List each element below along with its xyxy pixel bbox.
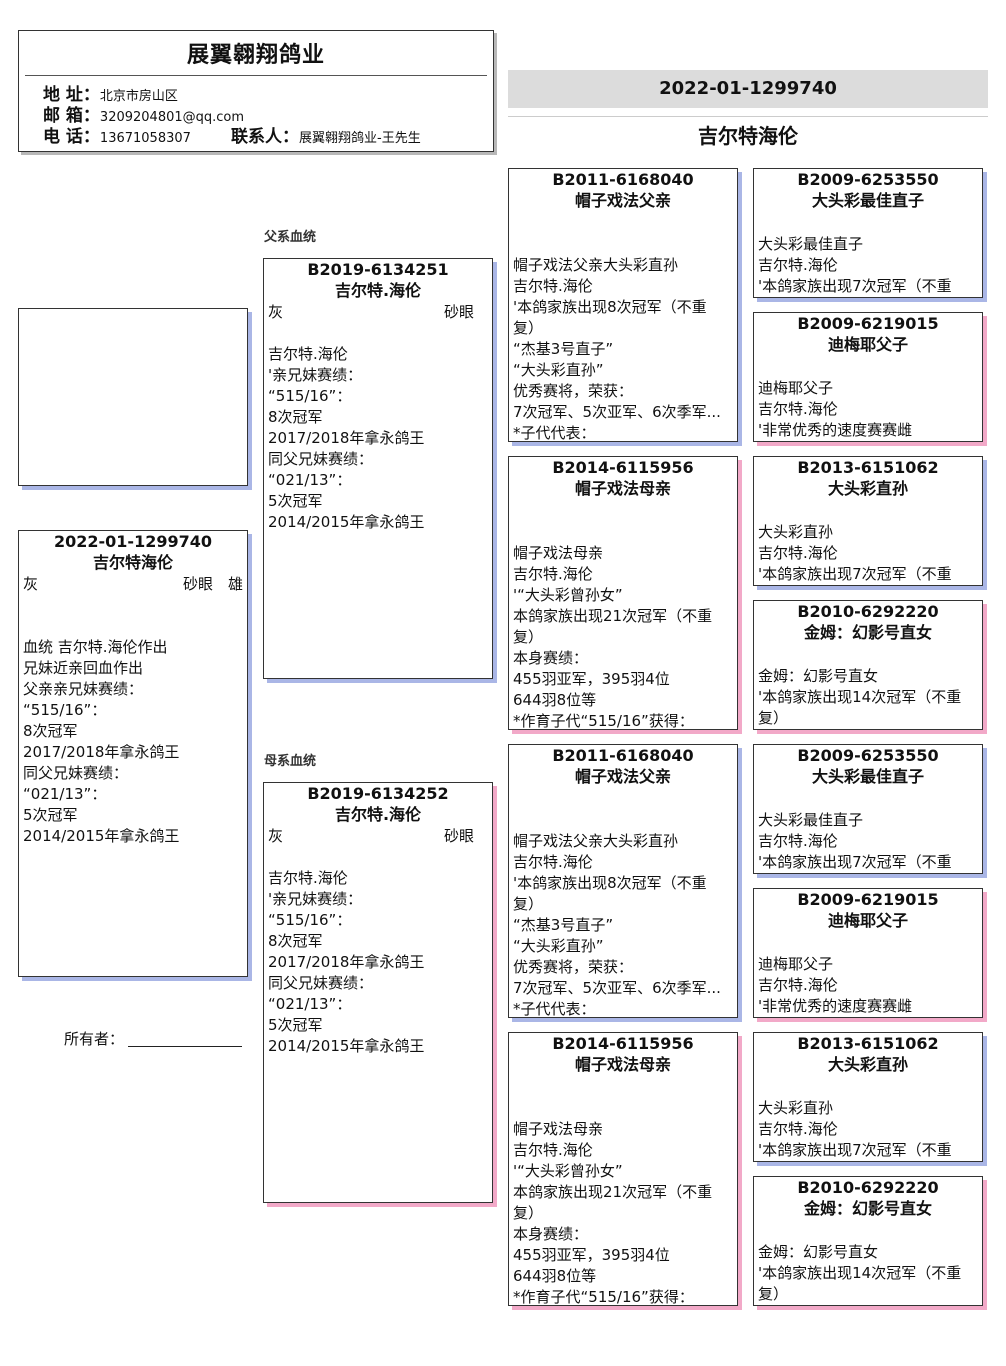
grandparent-description: 帽子戏法母亲 吉尔特.海伦 '“大头彩曾孙女” 本鸽家族出现21次冠军（不重复）… <box>513 544 713 730</box>
phone-label: 电 话： <box>43 127 100 147</box>
sire-description: 吉尔特.海伦 '亲兄妹赛绩： “515/16”： 8次冠军 2017/2018年… <box>268 345 425 531</box>
great-grandparent-ring-number: B2010-6292220 <box>797 602 939 621</box>
sire-card: B2019-6134251 吉尔特.海伦 灰 砂眼 吉尔特.海伦 '亲兄妹赛绩：… <box>263 258 493 679</box>
great-grandparent-ring-number: B2010-6292220 <box>797 1178 939 1197</box>
great-grandparent-ring-number: B2009-6253550 <box>797 170 939 189</box>
main-bird-name: 吉尔特海伦 <box>92 553 173 572</box>
great-grandparent-card: B2009-6253550 大头彩最佳直子 大头彩最佳直子 吉尔特.海伦 '本鸽… <box>753 744 983 874</box>
great-grandparent-description: 大头彩最佳直子 吉尔特.海伦 '本鸽家族出现7次冠军（不重 <box>758 811 952 871</box>
great-grandparent-card: B2009-6219015 迪梅耶父子 迪梅耶父子 吉尔特.海伦 '非常优秀的速… <box>753 888 983 1018</box>
grandparent-description: 帽子戏法父亲大头彩直孙 吉尔特.海伦 '本鸽家族出现8次冠军（不重复） “杰基3… <box>513 256 721 442</box>
great-grandparent-ring-number: B2013-6151062 <box>797 458 939 477</box>
sire-section-label: 父系血统 <box>264 230 317 245</box>
contact-value: 展翼翱翔鸽业-王先生 <box>299 131 421 146</box>
great-grandparent-card: B2009-6219015 迪梅耶父子 迪梅耶父子 吉尔特.海伦 '非常优秀的速… <box>753 312 983 442</box>
grandparent-ring-number: B2014-6115956 <box>552 458 694 477</box>
owner-field: 所有者： <box>64 1028 243 1049</box>
dam-ring-number: B2019-6134252 <box>307 784 449 803</box>
great-grandparent-ring-number: B2009-6253550 <box>797 746 939 765</box>
great-grandparent-name: 大头彩最佳直子 <box>811 767 924 786</box>
great-grandparent-card: B2013-6151062 大头彩直孙 大头彩直孙 吉尔特.海伦 '本鸽家族出现… <box>753 456 983 586</box>
grandparent-ring-number: B2011-6168040 <box>552 170 694 189</box>
email-value: 3209204801@qq.com <box>99 110 245 125</box>
dam-description: 吉尔特.海伦 '亲兄妹赛绩： “515/16”： 8次冠军 2017/2018年… <box>268 869 425 1055</box>
great-grandparent-description: 大头彩最佳直子 吉尔特.海伦 '本鸽家族出现7次冠军（不重 <box>758 235 952 295</box>
great-grandparent-ring-number: B2009-6219015 <box>797 314 939 333</box>
great-grandparent-description: 金姆：幻影号直女 '本鸽家族出现14次冠军（不重复） <box>758 1243 962 1303</box>
dam-card: B2019-6134252 吉尔特.海伦 灰 砂眼 吉尔特.海伦 '亲兄妹赛绩：… <box>263 782 493 1203</box>
email-row: 邮 箱：3209204801@qq.com <box>43 106 244 128</box>
grandparent-name: 帽子戏法父亲 <box>574 191 671 210</box>
main-color: 灰 <box>23 575 39 593</box>
sire-attributes: 灰 砂眼 <box>264 301 492 323</box>
grandparent-ring-number: B2014-6115956 <box>552 1034 694 1053</box>
header-divider <box>25 75 487 76</box>
dam-section-label: 母系血统 <box>264 754 317 769</box>
great-grandparent-ring-number: B2009-6219015 <box>797 890 939 909</box>
great-grandparent-card: B2009-6253550 大头彩最佳直子 大头彩最佳直子 吉尔特.海伦 '本鸽… <box>753 168 983 298</box>
sire-color: 灰 <box>268 303 284 321</box>
main-eye: 砂眼 <box>182 575 213 593</box>
dam-color: 灰 <box>268 827 284 845</box>
great-grandparent-name: 金姆：幻影号直女 <box>803 623 932 642</box>
main-ring-number: 2022-01-1299740 <box>53 532 212 551</box>
great-grandparent-name: 金姆：幻影号直女 <box>803 1199 932 1218</box>
great-grandparent-name: 迪梅耶父子 <box>827 335 908 354</box>
main-sex: 雄 <box>227 575 243 593</box>
great-grandparent-name: 大头彩直孙 <box>827 1055 908 1074</box>
dam-name: 吉尔特.海伦 <box>334 805 422 824</box>
dam-attributes: 灰 砂眼 <box>264 825 492 847</box>
great-grandparent-description: 迪梅耶父子 吉尔特.海伦 '非常优秀的速度赛赛雌 <box>758 955 913 1015</box>
grandparent-card: B2011-6168040 帽子戏法父亲 帽子戏法父亲大头彩直孙 吉尔特.海伦 … <box>508 744 738 1018</box>
pedigree-ring-banner: 2022-01-1299740 <box>508 70 988 108</box>
grandparent-description: 帽子戏法母亲 吉尔特.海伦 '“大头彩曾孙女” 本鸽家族出现21次冠军（不重复）… <box>513 1120 713 1306</box>
main-attributes: 灰 砂眼 雄 <box>19 573 247 595</box>
dam-eye: 砂眼 <box>443 827 474 845</box>
pedigree-bird-name: 吉尔特海伦 <box>698 124 798 148</box>
sire-ring-number: B2019-6134251 <box>307 260 449 279</box>
breeder-info-box: 展翼翱翔鸽业 地 址：北京市房山区 邮 箱：3209204801@qq.com … <box>18 30 494 152</box>
great-grandparent-description: 迪梅耶父子 吉尔特.海伦 '非常优秀的速度赛赛雌 <box>758 379 913 439</box>
main-description: 血统 吉尔特.海伦作出 兄妹近亲回血作出 父亲亲兄妹赛绩： “515/16”： … <box>23 638 180 845</box>
address-value: 北京市房山区 <box>99 89 178 104</box>
sire-eye: 砂眼 <box>443 303 474 321</box>
phone-row: 电 话：13671058307 <box>43 127 191 149</box>
great-grandparent-name: 迪梅耶父子 <box>827 911 908 930</box>
sire-name: 吉尔特.海伦 <box>334 281 422 300</box>
owner-label: 所有者： <box>64 1030 125 1048</box>
great-grandparent-card: B2010-6292220 金姆：幻影号直女 金姆：幻影号直女 '本鸽家族出现1… <box>753 1176 983 1306</box>
contact-label: 联系人： <box>231 127 299 147</box>
grandparent-card: B2014-6115956 帽子戏法母亲 帽子戏法母亲 吉尔特.海伦 '“大头彩… <box>508 456 738 730</box>
grandparent-name: 帽子戏法母亲 <box>574 479 671 498</box>
great-grandparent-description: 金姆：幻影号直女 '本鸽家族出现14次冠军（不重复） <box>758 667 962 727</box>
grandparent-card: B2014-6115956 帽子戏法母亲 帽子戏法母亲 吉尔特.海伦 '“大头彩… <box>508 1032 738 1306</box>
banner-divider <box>508 116 988 117</box>
great-grandparent-card: B2010-6292220 金姆：幻影号直女 金姆：幻影号直女 '本鸽家族出现1… <box>753 600 983 730</box>
grandparent-name: 帽子戏法父亲 <box>574 767 671 786</box>
address-row: 地 址：北京市房山区 <box>43 85 178 107</box>
great-grandparent-description: 大头彩直孙 吉尔特.海伦 '本鸽家族出现7次冠军（不重 <box>758 1099 952 1159</box>
grandparent-ring-number: B2011-6168040 <box>552 746 694 765</box>
email-label: 邮 箱： <box>43 106 100 126</box>
great-grandparent-description: 大头彩直孙 吉尔特.海伦 '本鸽家族出现7次冠军（不重 <box>758 523 952 583</box>
great-grandparent-ring-number: B2013-6151062 <box>797 1034 939 1053</box>
main-bird-card: 2022-01-1299740 吉尔特海伦 灰 砂眼 雄 血统 吉尔特.海伦作出… <box>18 530 248 977</box>
phone-value: 13671058307 <box>99 131 191 146</box>
great-grandparent-name: 大头彩直孙 <box>827 479 908 498</box>
bird-photo-frame <box>18 308 248 486</box>
great-grandparent-name: 大头彩最佳直子 <box>811 191 924 210</box>
great-grandparent-card: B2013-6151062 大头彩直孙 大头彩直孙 吉尔特.海伦 '本鸽家族出现… <box>753 1032 983 1162</box>
grandparent-card: B2011-6168040 帽子戏法父亲 帽子戏法父亲大头彩直孙 吉尔特.海伦 … <box>508 168 738 442</box>
contact-row: 联系人：展翼翱翔鸽业-王先生 <box>231 127 421 149</box>
owner-signature-line <box>128 1032 243 1047</box>
grandparent-name: 帽子戏法母亲 <box>574 1055 671 1074</box>
grandparent-description: 帽子戏法父亲大头彩直孙 吉尔特.海伦 '本鸽家族出现8次冠军（不重复） “杰基3… <box>513 832 721 1018</box>
breeder-title: 展翼翱翔鸽业 <box>186 43 325 68</box>
address-label: 地 址： <box>43 85 100 105</box>
